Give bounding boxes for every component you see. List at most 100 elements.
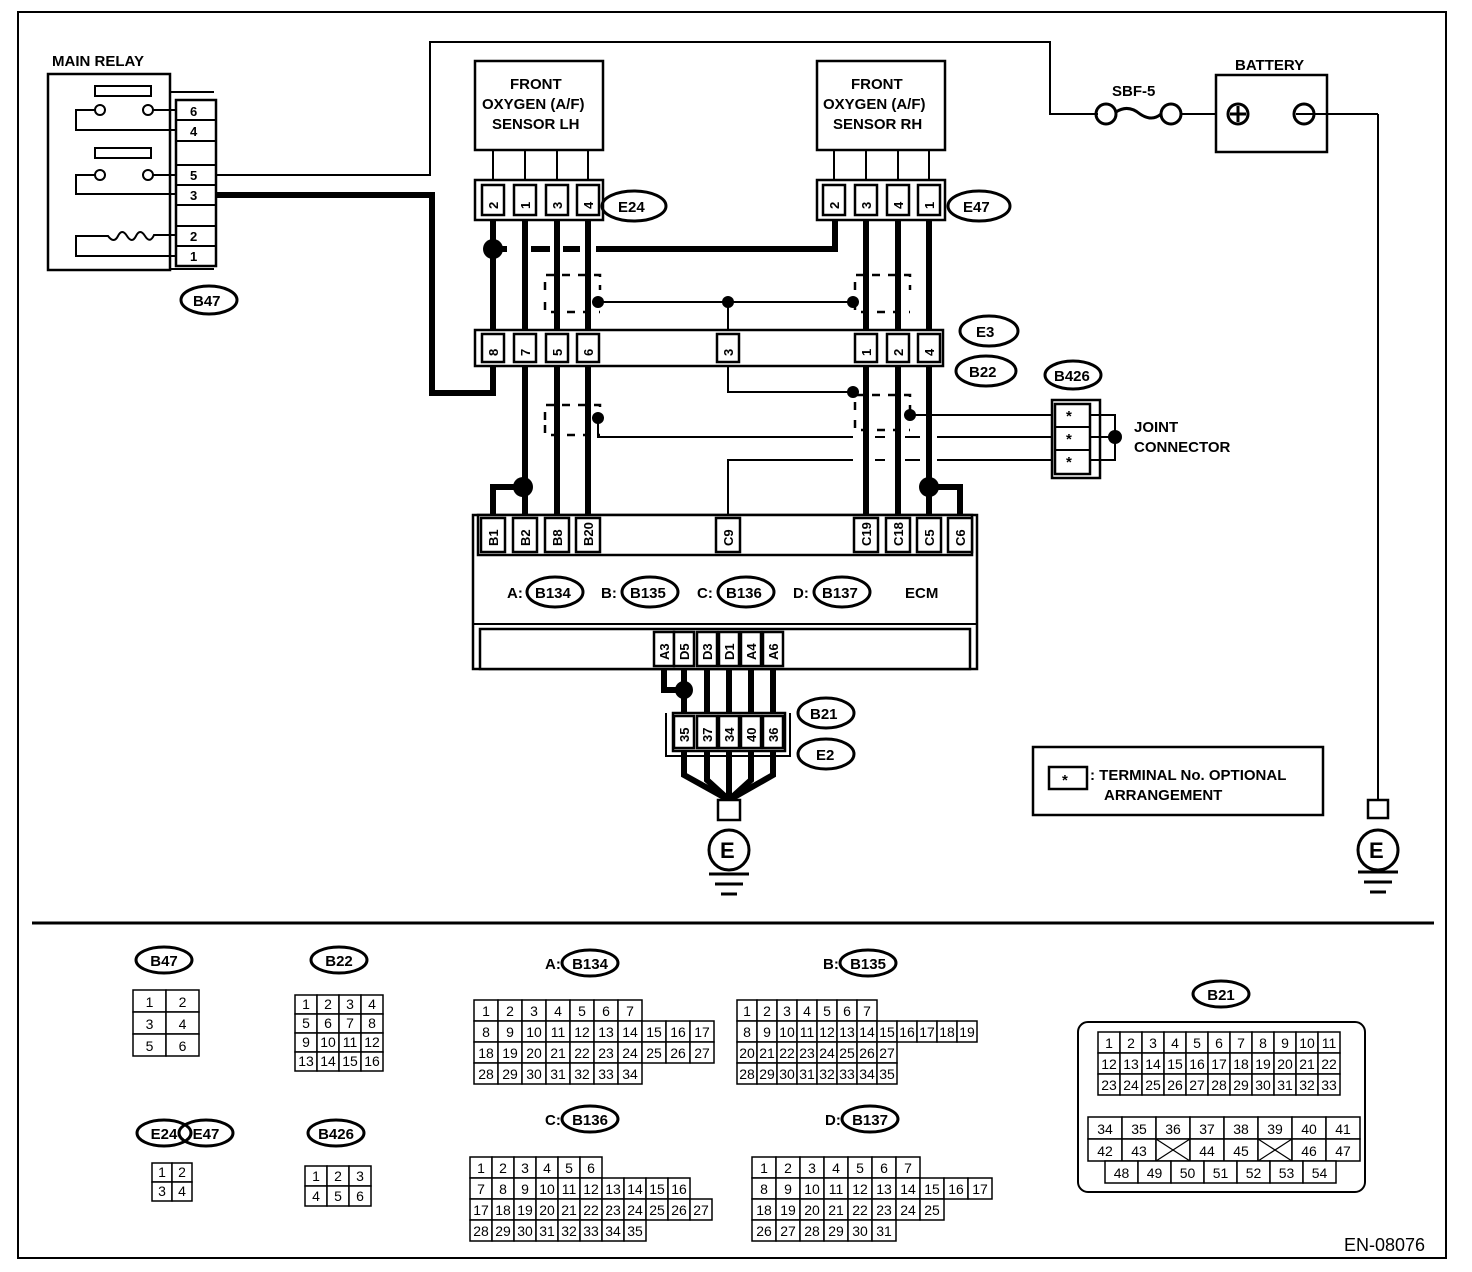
terminal-number: 32 (819, 1066, 835, 1082)
terminal-number: 14 (622, 1024, 638, 1040)
pin-label: 4 (581, 201, 596, 209)
pin-cell (853, 183, 879, 217)
terminal-number: 7 (904, 1160, 912, 1176)
pin-cell (761, 714, 785, 750)
terminal-number: 24 (900, 1202, 916, 1218)
terminal-number: 6 (324, 1015, 332, 1031)
pin-label: 2 (486, 202, 501, 209)
terminal-number: 16 (899, 1024, 915, 1040)
pin-label: 40 (744, 728, 759, 742)
terminal-number: 3 (346, 996, 354, 1012)
pin-cell (511, 516, 539, 554)
relay-pin-3: 3 (190, 188, 197, 203)
pin-label: A3 (657, 643, 672, 660)
terminal-cell (360, 1051, 384, 1072)
terminal-number: 25 (839, 1045, 855, 1061)
joint-connector: B426 * * * JOINT CONNECTOR (1043, 359, 1231, 480)
terminal-number: 23 (876, 1202, 892, 1218)
terminal-number: 23 (598, 1045, 614, 1061)
terminal-cell (871, 1219, 897, 1242)
terminal-number: 8 (499, 1181, 507, 1197)
terminal-number: 4 (179, 1016, 187, 1032)
terminal-cell (967, 1177, 993, 1200)
terminal-number: 9 (763, 1024, 771, 1040)
pin-label: 34 (722, 727, 737, 742)
terminal-cell (171, 1181, 193, 1202)
terminal-number: 30 (852, 1223, 868, 1239)
terminal-number: 50 (1180, 1165, 1196, 1181)
terminal-number: 18 (939, 1024, 955, 1040)
pin-cell (695, 630, 719, 668)
connector-tag-b22: B22 (969, 364, 997, 381)
svg-text:FRONT: FRONT (851, 76, 903, 93)
terminal-number: 9 (506, 1024, 514, 1040)
svg-text:E: E (720, 838, 735, 863)
terminal-number: 2 (763, 1003, 771, 1019)
terminal-number: 4 (554, 1003, 562, 1019)
terminal-number: 17 (919, 1024, 935, 1040)
pin-cell (544, 332, 570, 364)
fuse-sbf5: SBF-5 (1094, 83, 1230, 126)
b21-housing (1077, 1021, 1366, 1193)
terminal-number: 11 (1322, 1035, 1337, 1051)
outer-frame (17, 11, 1447, 1259)
terminal-number: 14 (627, 1181, 643, 1197)
terminal-number: 4 (368, 996, 376, 1012)
terminal-number: 33 (583, 1223, 599, 1239)
terminal-number: 4 (178, 1183, 186, 1199)
terminal-number: 1 (158, 1164, 166, 1180)
terminal-number: 12 (583, 1181, 599, 1197)
terminal-number: 37 (1199, 1121, 1215, 1137)
terminal-number: 30 (1255, 1077, 1271, 1093)
splice-dot (483, 239, 503, 259)
shield-lh-upper (543, 273, 602, 314)
terminal-number: 15 (1167, 1056, 1183, 1072)
terminal-number: 25 (649, 1202, 665, 1218)
terminal-number: 11 (551, 1024, 566, 1040)
diagram-id: EN-08076 (1344, 1235, 1425, 1255)
terminal-number: 18 (495, 1202, 511, 1218)
terminal-number: 12 (574, 1024, 590, 1040)
svg-text:*: * (1066, 408, 1072, 425)
terminal-number: 5 (334, 1188, 342, 1204)
pin-label: C6 (953, 529, 968, 546)
pin-cell (852, 516, 880, 554)
terminal-number: 24 (1123, 1077, 1139, 1093)
terminal-number: 54 (1312, 1165, 1328, 1181)
terminal-number: 10 (779, 1024, 795, 1040)
view-tag-b135: B135 (850, 956, 886, 973)
svg-text:SENSOR RH: SENSOR RH (833, 116, 922, 133)
terminal-number: 29 (828, 1223, 844, 1239)
svg-text:C:: C: (545, 1112, 561, 1129)
terminal-number: 16 (1189, 1056, 1205, 1072)
terminal-number: 35 (1131, 1121, 1147, 1137)
terminal-number: 6 (602, 1003, 610, 1019)
terminal-cell (689, 1198, 713, 1221)
view-tag-e24: E24 (151, 1126, 178, 1143)
terminal-number: 5 (578, 1003, 586, 1019)
terminal-number: 21 (561, 1202, 577, 1218)
terminal-number: 13 (839, 1024, 855, 1040)
terminal-number: 33 (839, 1066, 855, 1082)
terminal-number: 38 (1233, 1121, 1249, 1137)
pin-label: 3 (859, 202, 874, 209)
terminal-number: 20 (526, 1045, 542, 1061)
svg-text:SENSOR LH: SENSOR LH (492, 116, 580, 133)
svg-text:*: * (1066, 431, 1072, 448)
relay-pin-6: 6 (190, 104, 197, 119)
relay-contact-bar-icon (94, 85, 152, 97)
terminal-number: 26 (1167, 1077, 1183, 1093)
terminal-number: 14 (320, 1053, 336, 1069)
terminal-number: 46 (1301, 1143, 1317, 1159)
terminal-number: 4 (832, 1160, 840, 1176)
terminal-number: 35 (627, 1223, 643, 1239)
terminal-number: 33 (1321, 1077, 1337, 1093)
terminal-number: 6 (356, 1188, 364, 1204)
terminal-number: 6 (843, 1003, 851, 1019)
pin-label: B2 (518, 529, 533, 546)
terminal-number: 27 (694, 1045, 710, 1061)
pin-cell (916, 183, 942, 217)
